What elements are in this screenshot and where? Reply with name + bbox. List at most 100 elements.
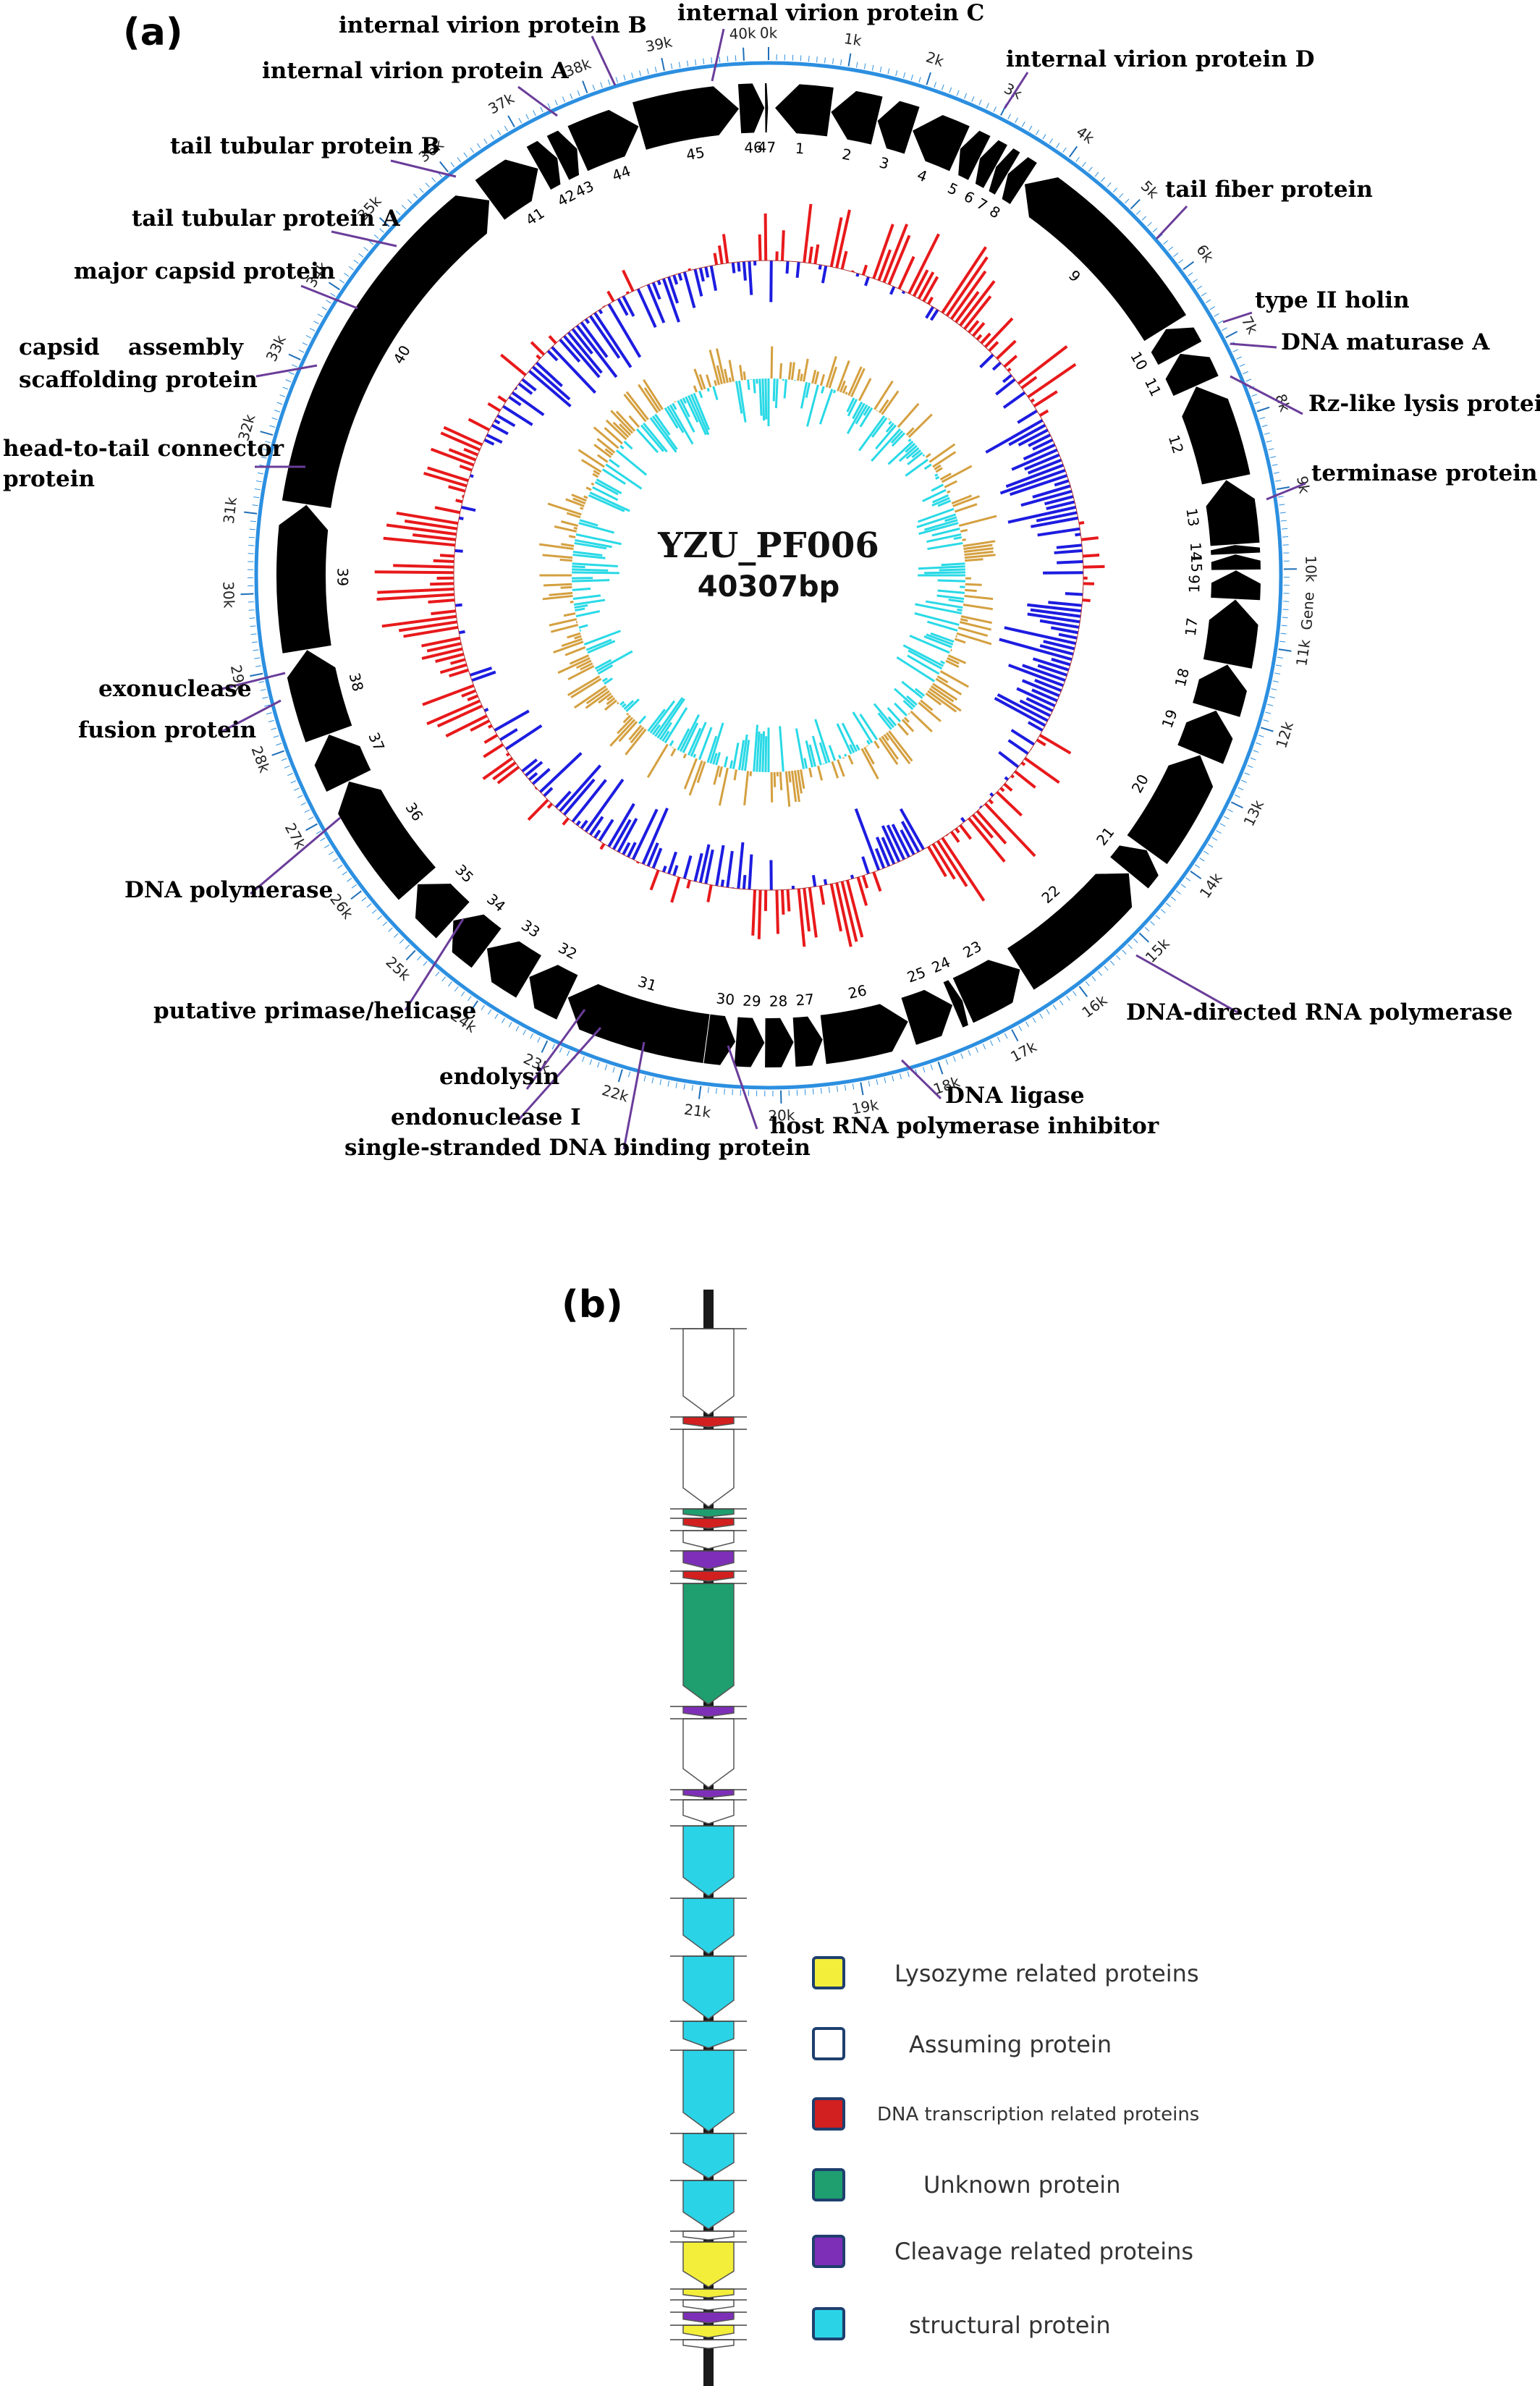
legend-swatch-structural	[812, 2307, 845, 2340]
ring-tick	[703, 58, 705, 64]
gc-bar	[482, 756, 514, 780]
ring-tick	[1082, 161, 1086, 167]
gc-bar	[1039, 619, 1080, 629]
ring-tick	[358, 253, 364, 258]
ring-tick	[1276, 486, 1290, 491]
ring-tick	[1039, 1013, 1044, 1019]
skew-bar	[906, 695, 918, 706]
skew-bar	[962, 540, 996, 547]
gc-bar	[467, 694, 478, 702]
ring-tick	[1046, 1009, 1050, 1015]
skew-bar	[960, 618, 968, 622]
gc-bar	[1016, 687, 1056, 708]
ring-tick	[540, 106, 543, 113]
gene-arrow	[475, 159, 538, 220]
gc-bar	[1030, 608, 1081, 618]
gene-arrow	[1193, 664, 1247, 717]
gc-bar	[818, 264, 822, 270]
gc-bar	[1018, 428, 1049, 447]
skew-bar	[677, 399, 695, 433]
ring-tick	[719, 56, 721, 63]
gene-number: 18	[1172, 667, 1193, 688]
ring-tick	[288, 371, 295, 375]
skew-bar	[615, 410, 636, 432]
skew-bar	[625, 698, 640, 713]
skew-bar	[575, 538, 612, 549]
gc-bar	[823, 879, 828, 886]
ring-tick	[887, 68, 890, 75]
skew-bar	[574, 604, 588, 609]
ring-tick	[986, 103, 989, 109]
ring-tick	[1282, 536, 1289, 538]
ring-tick	[258, 681, 265, 683]
leader-line	[1230, 342, 1277, 349]
linear-gene-arrow	[682, 1955, 735, 2020]
skew-bar	[901, 680, 923, 699]
ring-tick	[382, 921, 388, 926]
gc-bar	[929, 309, 939, 321]
gc-bar	[622, 269, 635, 292]
ring-tick	[470, 148, 475, 153]
ring-tick	[1130, 199, 1141, 210]
ring-tick	[1245, 378, 1252, 382]
skew-bar	[617, 716, 634, 735]
gc-bar	[580, 819, 588, 829]
ring-tick	[1018, 1025, 1023, 1031]
ring-tick	[363, 247, 369, 252]
ring-tick	[892, 1075, 894, 1082]
skew-bar	[947, 490, 951, 494]
skew-bar	[917, 507, 955, 523]
ring-tick	[378, 217, 390, 227]
skew-bar	[567, 632, 581, 639]
gc-bar	[636, 288, 657, 329]
gc-bar	[999, 468, 1066, 495]
gc-bar	[426, 699, 481, 726]
ring-tick	[1282, 528, 1288, 530]
skew-bar	[575, 659, 592, 669]
linear-gene-arrow	[682, 1799, 735, 1824]
skew-bar	[955, 635, 957, 638]
gene-number: 30	[715, 989, 735, 1008]
ring-tick	[263, 449, 269, 451]
ring-tick	[405, 944, 410, 949]
ring-tick	[1254, 401, 1261, 405]
skew-bar	[635, 428, 659, 453]
gene-arrow	[287, 650, 352, 743]
gc-bar	[949, 270, 987, 321]
legend-label-assuming: Assuming protein	[909, 2031, 1112, 2058]
linear-gene-arrow	[682, 1429, 735, 1507]
ring-tick	[525, 114, 529, 120]
skew-bar	[944, 480, 957, 488]
annotation-internal-virion-protein-a: internal virion protein A	[262, 58, 570, 84]
gc-bar	[1028, 433, 1052, 447]
ring-tick	[1119, 193, 1124, 198]
skew-bar	[573, 685, 607, 709]
skew-bar	[580, 662, 593, 671]
ring-tick	[1155, 915, 1161, 920]
gc-bar	[785, 261, 790, 274]
skew-bar	[585, 688, 609, 705]
ring-tick	[824, 57, 826, 64]
skew-bar	[907, 452, 923, 465]
gene-number: 15	[1188, 554, 1206, 572]
gc-bar	[460, 505, 476, 512]
ring-tick	[852, 1083, 855, 1090]
linear-gene-arrow	[682, 1416, 735, 1428]
ring-tick	[1241, 779, 1247, 783]
skew-bar	[916, 513, 957, 528]
ring-tick	[435, 971, 440, 977]
annotation-endolysin: endolysin	[439, 1064, 559, 1090]
skew-bar	[790, 362, 795, 381]
linear-gene-arrow	[682, 1706, 735, 1717]
skew-bar	[549, 591, 573, 596]
ring-tick	[926, 72, 931, 85]
ring-tick	[368, 240, 374, 245]
skew-bar	[688, 760, 703, 796]
leader-line	[525, 1009, 586, 1090]
ring-tick	[1133, 938, 1138, 944]
gc-bar	[999, 787, 1005, 792]
gc-bar	[667, 276, 680, 304]
skew-bar	[922, 488, 947, 502]
ring-tick	[1239, 363, 1245, 367]
